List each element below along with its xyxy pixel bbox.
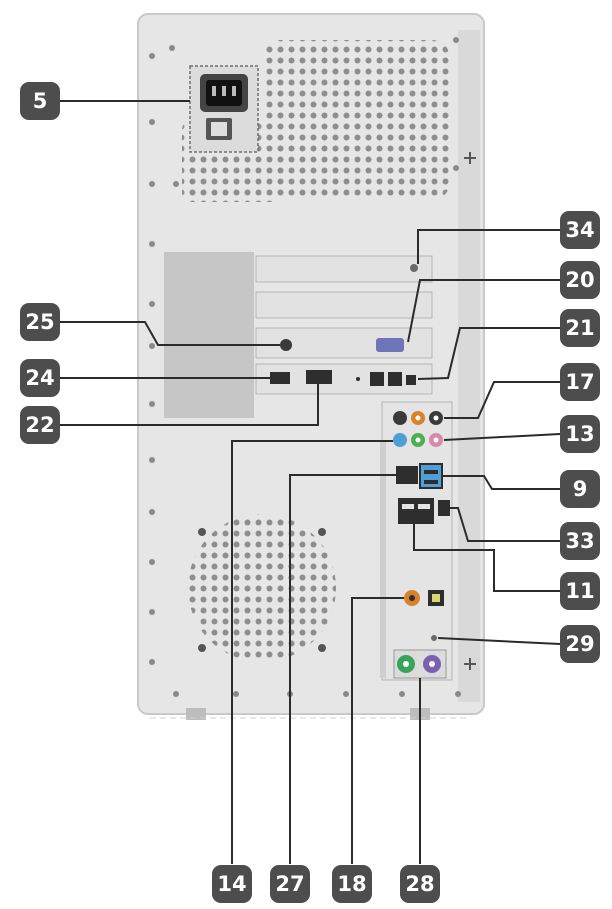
leader-line-9	[442, 475, 560, 490]
callout-badge-25	[20, 303, 60, 341]
callout-label-29: 29	[565, 632, 594, 656]
leader-line-11	[413, 524, 560, 592]
callout-label-21: 21	[565, 316, 594, 340]
coax-optical	[404, 590, 444, 606]
vga-port	[376, 338, 404, 352]
callout-badge-22	[20, 406, 60, 444]
ps2-ports	[393, 649, 447, 679]
expansion-slot-hole	[410, 264, 418, 272]
card-small-port	[280, 339, 292, 351]
callout-label-14: 14	[217, 872, 246, 896]
callout-label-17: 17	[565, 370, 594, 394]
leader-line-21	[417, 327, 560, 380]
usb-black	[398, 498, 434, 524]
small-black-port	[438, 500, 450, 516]
callout-label-11: 11	[565, 579, 594, 603]
callout-label-18: 18	[337, 872, 366, 896]
power-inlet-and-switch	[189, 65, 259, 153]
callout-badge-14	[212, 865, 252, 903]
usb-blue	[419, 463, 443, 489]
callout-badge-28	[400, 865, 440, 903]
callout-badge-13	[560, 415, 600, 453]
io-panel-dot	[431, 635, 437, 641]
callout-badge-33	[560, 522, 600, 560]
case-screws	[149, 37, 461, 697]
callout-badge-18	[332, 865, 372, 903]
expansion-slots	[164, 252, 433, 418]
callout-badge-21	[560, 309, 600, 347]
plus-screw-icon	[464, 152, 476, 670]
callout-badge-20	[560, 261, 600, 299]
leader-line-20	[407, 279, 560, 343]
leader-line-14	[231, 440, 393, 864]
leader-line-29	[437, 637, 561, 645]
callout-label-24: 24	[25, 366, 54, 390]
audio-row-top	[393, 411, 443, 425]
audio-row-bottom	[393, 433, 443, 447]
case-fan-grille	[188, 514, 336, 662]
callout-badge-5	[20, 82, 60, 120]
callout-label-28: 28	[405, 872, 434, 896]
callout-label-20: 20	[565, 268, 594, 292]
leader-line-34	[417, 229, 560, 264]
callout-badge-29	[560, 625, 600, 663]
leader-line-13	[443, 433, 561, 441]
callout-badge-17	[560, 363, 600, 401]
callout-badge-11	[560, 572, 600, 610]
callout-label-25: 25	[25, 310, 54, 334]
leader-line-17	[444, 381, 560, 419]
callout-label-34: 34	[565, 218, 594, 242]
leader-line-27	[289, 474, 396, 864]
callout-label-13: 13	[565, 422, 594, 446]
ethernet-port	[396, 466, 418, 484]
audio-blue-jack	[393, 433, 407, 447]
card-ports	[356, 372, 416, 386]
leader-line-18	[351, 597, 404, 864]
callout-badge-9	[560, 470, 600, 508]
card-port-right	[306, 370, 332, 384]
leader-line-33	[450, 507, 560, 542]
callout-label-9: 9	[573, 477, 588, 501]
callout-label-27: 27	[275, 872, 304, 896]
callout-badge-27	[270, 865, 310, 903]
callout-label-5: 5	[33, 89, 48, 113]
leader-line-22	[60, 384, 319, 426]
callout-label-22: 22	[25, 413, 54, 437]
card-port-left	[270, 372, 290, 384]
callout-badge-24	[20, 359, 60, 397]
callout-badge-34	[560, 211, 600, 249]
io-panel	[380, 401, 453, 681]
callout-label-33: 33	[565, 529, 594, 553]
callouts: 5 34 20 25 21 24 22 17 13 9 33 11 29 14 27 18 28	[20, 82, 600, 903]
leader-line-25	[60, 321, 280, 346]
